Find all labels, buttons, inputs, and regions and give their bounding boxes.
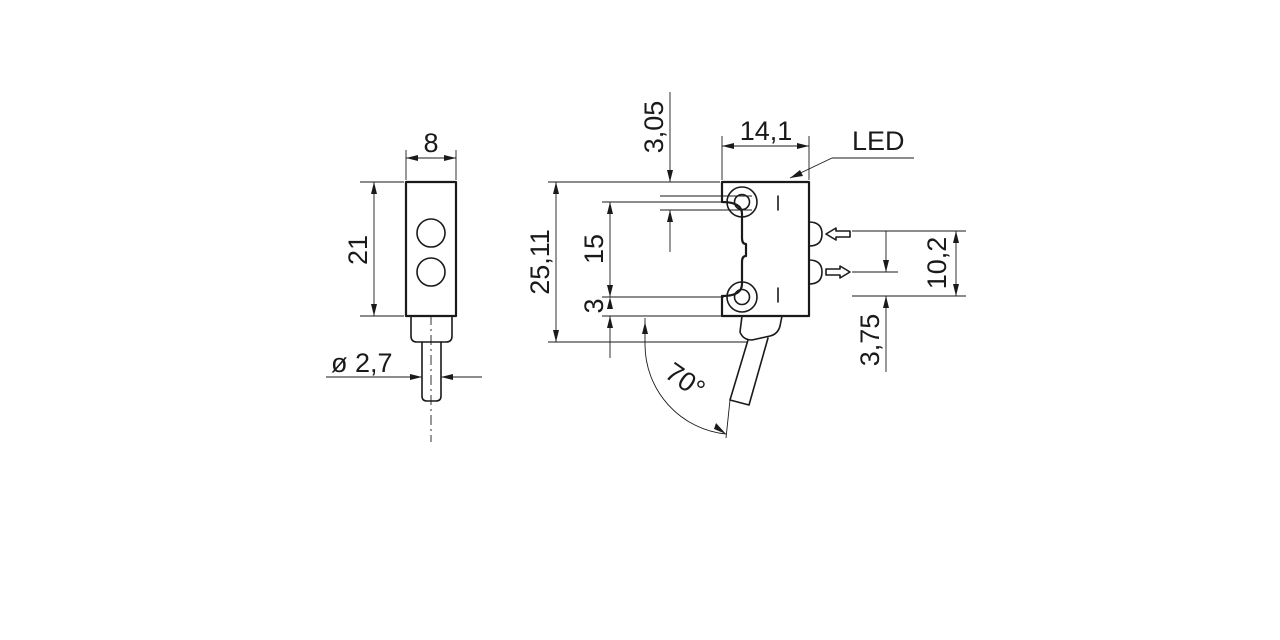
front-view-angle-label: 70° xyxy=(660,357,711,405)
front-view-hole-spacing-label: 15 xyxy=(579,234,609,264)
front-view-receive-arrow-icon xyxy=(825,227,851,241)
front-view-emit-arrow-icon xyxy=(825,265,851,279)
front-view-mounting-hole-upper xyxy=(726,186,758,218)
front-view-optics-offset-label: 3,75 xyxy=(855,314,885,367)
side-view-width-label: 8 xyxy=(423,128,438,158)
front-view-led-label: LED xyxy=(852,126,905,156)
front-view-overall-height-label: 25,11 xyxy=(525,229,555,295)
front-view-mounting-hole-lower-inner xyxy=(733,288,751,306)
front-view-hole-offset-label: 3,05 xyxy=(639,101,669,154)
side-view-lens-upper xyxy=(416,218,446,248)
front-view-optic-receiver xyxy=(808,221,823,247)
side-view: 8 21 ø 2,7 xyxy=(326,128,482,442)
front-view-cable-gland xyxy=(739,315,783,341)
front-view: 14,1 LED 3,05 25,11 15 3 xyxy=(525,92,966,439)
front-view-bottom-offset-label: 3 xyxy=(579,298,609,313)
front-view-mounting-hole-upper-inner xyxy=(733,193,751,211)
front-view-cable xyxy=(729,337,769,406)
side-view-lens-lower xyxy=(416,257,446,287)
side-view-housing xyxy=(404,180,458,318)
front-view-optics-spacing-label: 10,2 xyxy=(922,237,952,290)
front-view-optic-emitter xyxy=(808,259,823,285)
front-view-width-label: 14,1 xyxy=(740,116,793,146)
front-view-mounting-hole-lower xyxy=(726,281,758,313)
side-view-height-label: 21 xyxy=(343,235,373,265)
side-view-diameter-label: ø 2,7 xyxy=(331,348,393,378)
side-view-cable-gland xyxy=(410,315,453,343)
side-view-cable xyxy=(421,341,442,402)
